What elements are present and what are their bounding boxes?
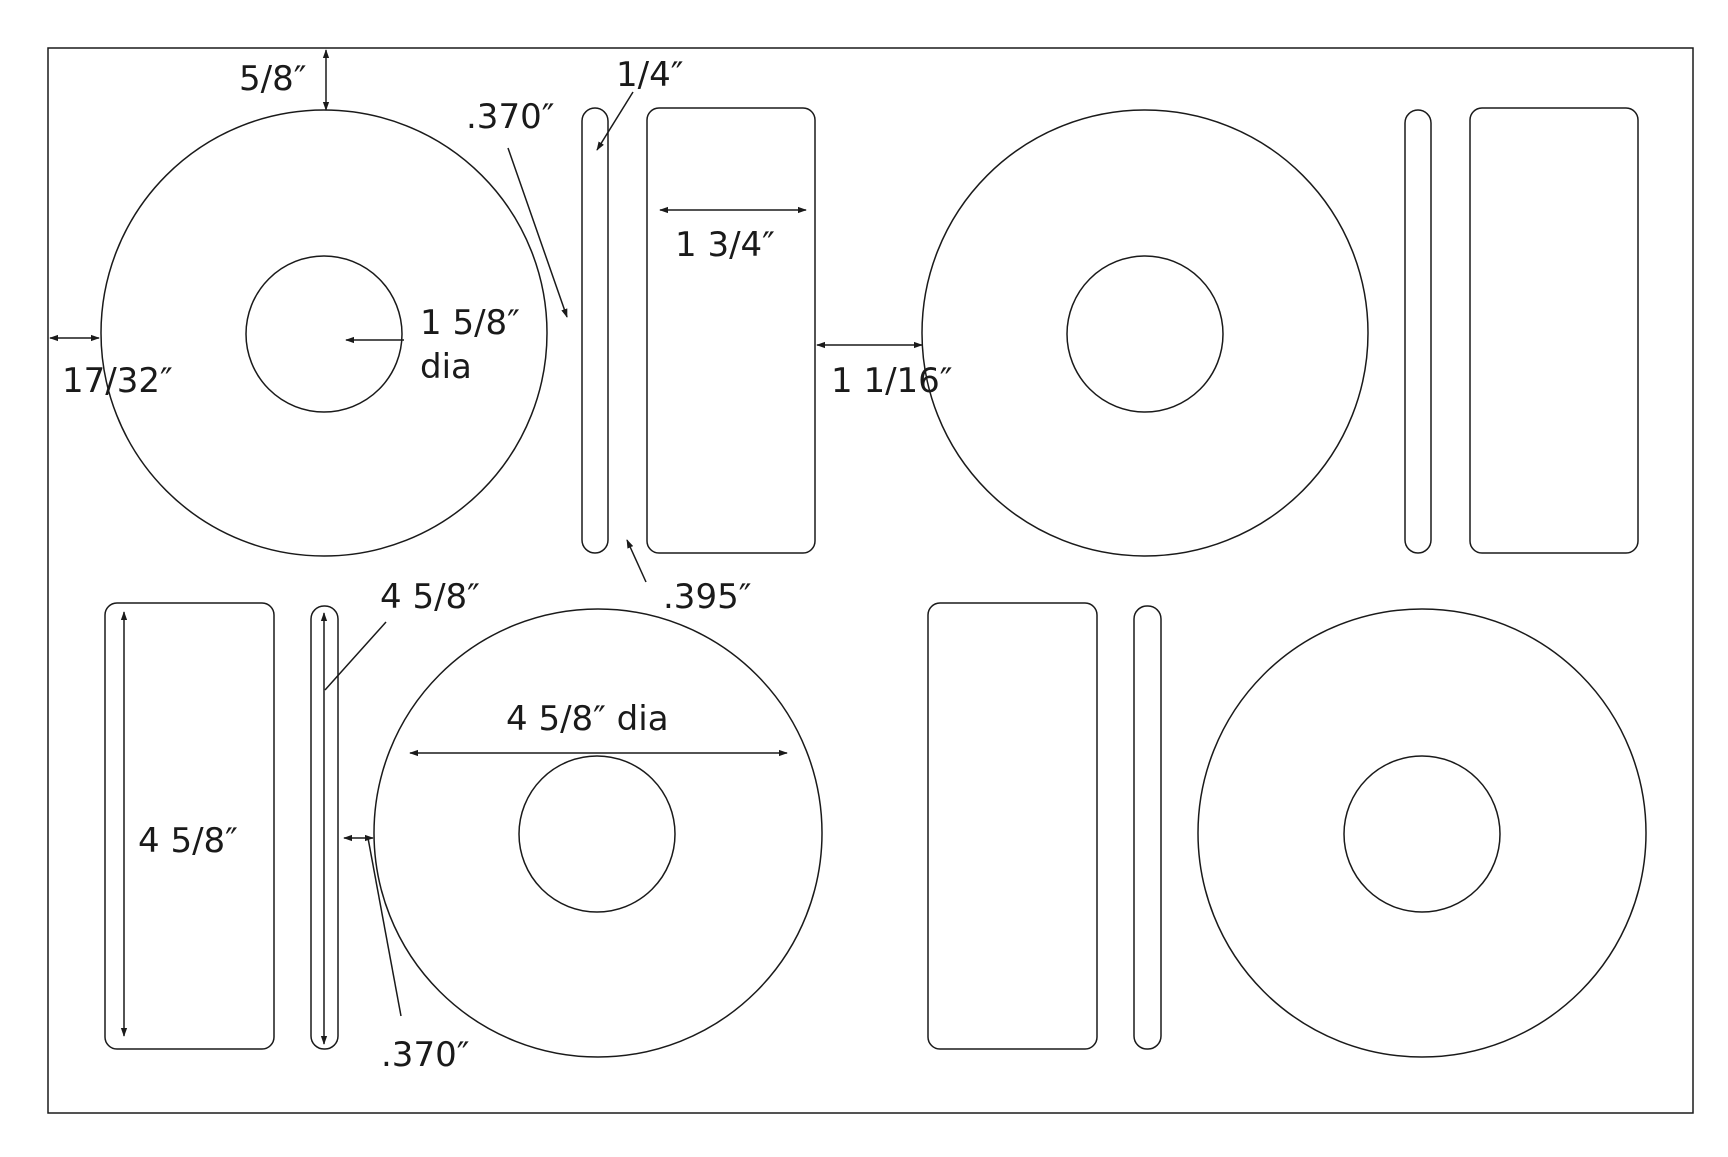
spine-width-label: 1/4″	[616, 55, 683, 95]
hub-diameter-suffix: dia	[420, 347, 472, 387]
insert-label-2	[1469, 107, 1639, 554]
label-gap-label: .395″	[663, 577, 751, 617]
hub-diameter-label: 1 5/8″	[420, 303, 520, 343]
disc-hub-4	[1343, 755, 1501, 913]
top-margin-label: 5/8″	[239, 59, 306, 99]
spine-label-2	[1404, 109, 1432, 554]
disc-hub-2	[1066, 255, 1224, 413]
side-margin-label: 17/32″	[62, 361, 173, 401]
disc-label-2	[921, 109, 1369, 557]
disc-label-3	[373, 608, 823, 1058]
insert-height-label: 4 5/8″	[380, 577, 480, 617]
spine-gap-b-label: .370″	[381, 1035, 469, 1075]
insert-label-1	[646, 107, 816, 554]
column-gap-label: 1 1/16″	[831, 361, 953, 401]
disc-hub-3	[518, 755, 676, 913]
sheet-border	[47, 47, 1694, 1114]
insert-height-leader	[324, 621, 387, 691]
spine-gap-b-leader	[367, 837, 402, 1017]
disc-label-4	[1197, 608, 1647, 1058]
spine-gap-a-label: .370″	[466, 97, 554, 137]
disc-diameter-label: 4 5/8″ dia	[506, 699, 669, 739]
spine-label-4	[1133, 605, 1162, 1050]
spine-width-arrow	[596, 91, 634, 151]
spine-label-3	[310, 605, 339, 1050]
spine-label-1	[581, 107, 609, 554]
insert-label-4	[927, 602, 1098, 1050]
spine-gap-a-arrow	[507, 147, 568, 318]
disc-hub-1	[245, 255, 403, 413]
insert-width-label: 1 3/4″	[675, 225, 775, 265]
label-gap-arrow	[626, 539, 647, 583]
insert-label-3	[104, 602, 275, 1050]
label-height-label: 4 5/8″	[138, 821, 238, 861]
